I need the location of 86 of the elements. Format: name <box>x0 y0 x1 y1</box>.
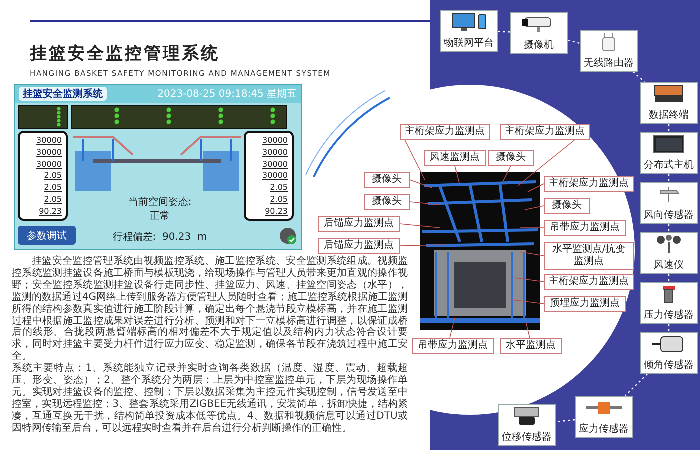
callout-label: 摄像头 <box>544 198 590 214</box>
connector-line <box>568 40 580 44</box>
callout-label: 摄像头 <box>364 172 410 188</box>
connector-line <box>632 72 646 82</box>
device-label: 位移传感器 <box>502 432 552 443</box>
leader-line <box>514 278 544 282</box>
device-label: 摄像机 <box>524 40 554 51</box>
device-card <box>510 12 568 54</box>
leader-line <box>518 140 576 186</box>
device-card <box>640 182 698 224</box>
device-card <box>498 404 556 446</box>
settings-button: 参数调试 <box>18 226 76 245</box>
device-card <box>640 82 698 124</box>
device-card <box>640 232 698 274</box>
parameter-value: 90.23 <box>39 206 62 216</box>
date-time: 2023-08-25 09:18:45 星期五 <box>158 88 297 101</box>
parameter-value: 30000 <box>36 160 62 169</box>
callout-label: 主桁架应力监测点 <box>544 176 634 192</box>
device-label: 风速仪 <box>654 260 684 271</box>
parameter-value: 30000 <box>36 136 62 146</box>
device-label: 无线路由器 <box>584 58 634 69</box>
callout-label: 主桁架应力监测点 <box>500 124 590 140</box>
device-label: 数据终端 <box>649 110 689 121</box>
page-title: 挂篮安全监控管理系统 <box>30 43 220 65</box>
leader-line <box>400 244 446 246</box>
connector-line <box>668 274 670 282</box>
device-label: 压力传感器 <box>644 310 694 321</box>
leader-line <box>400 224 440 228</box>
device-label: 应力传感器 <box>579 424 629 435</box>
callout-label: 吊带应力监测点 <box>412 338 494 354</box>
parameter-value: 2.05 <box>270 183 288 192</box>
callout-label: 后锚应力监测点 <box>318 216 400 232</box>
connector-line <box>624 374 648 396</box>
feature-paragraph: 系统主要特点：1、系统能独立记录并实时查询各类数据（温度、湿度、震动、超载超压、形变、姿态）；2、整个系统分为两层：上层为中控室监控单元，下层为现场操作单元。实现对挂篮设备的监控、控制；下层以数据采集为主控元件实现控制，信号发送至中控室，实现远程监控；3、整套系统采用ZIGBEE无线通讯，安装简单，拆卸快捷，结构紧凑，互通互换无干扰，结构简单投资成本低等优点。4、数据和视频信息可以通过DTU或因特网传输至后台，可以远程实时查看并在后台进行分析判断操作的正确性。 <box>12 363 408 435</box>
connector-line <box>668 124 670 132</box>
screen-title: 挂篮安全监测系统 <box>19 87 107 101</box>
parameter-value: 2.05 <box>44 183 62 192</box>
device-label: 分布式主机 <box>644 160 694 171</box>
parameter-value: 90.23 <box>265 206 288 216</box>
parameter-value: 30000 <box>262 160 288 169</box>
leader-line <box>502 166 512 182</box>
leader-line <box>524 206 544 210</box>
leader-line <box>520 252 544 256</box>
status-value: 正常 <box>149 210 171 223</box>
device-label: 风向传感器 <box>644 210 694 221</box>
connector-line <box>498 31 510 33</box>
leader-line <box>512 300 544 304</box>
callout-label: 摄像头 <box>364 194 410 210</box>
leader-line <box>410 202 440 206</box>
device-card <box>440 10 498 52</box>
callout-label: 摄像头 <box>488 150 534 166</box>
leader-line <box>528 184 544 192</box>
status-caption: 当前空间姿态: <box>127 196 193 209</box>
leader-line <box>410 180 432 188</box>
callout-label: 水平监测点 <box>500 338 562 354</box>
callout-label: 主桁架应力监测点 <box>400 124 490 140</box>
parameter-value: 2.05 <box>44 194 62 204</box>
parameter-value: 30000 <box>262 136 288 146</box>
device-card <box>640 282 698 324</box>
parameter-value: 2.05 <box>44 171 62 180</box>
parameter-value: 2.05 <box>270 194 288 204</box>
device-card <box>640 332 698 374</box>
device-card <box>580 30 638 72</box>
device-card <box>575 396 633 438</box>
device-label: 物联网平台 <box>444 38 494 49</box>
callout-label: 预埋应力监测点 <box>544 296 626 312</box>
callout-label: 吊带应力监测点 <box>544 220 626 236</box>
connector-line <box>668 174 670 182</box>
device-label: 倾角传感器 <box>644 360 694 371</box>
travel-deviation: 行程偏差: 90.23 m <box>112 231 208 244</box>
device-card <box>640 132 698 174</box>
callout-label: 后锚应力监测点 <box>318 238 400 254</box>
parameter-value: 30000 <box>262 148 288 158</box>
leader-line <box>450 318 456 338</box>
connector-line <box>556 419 576 423</box>
connector-line <box>668 324 670 332</box>
callout-label: 水平监测点/抗变监测点 <box>544 242 634 270</box>
leader-line <box>404 140 426 180</box>
callout-label: 主桁架应力监测点 <box>544 274 634 290</box>
leader-line <box>524 318 530 338</box>
callout-label: 风速监测点 <box>424 150 486 166</box>
connector-line <box>668 224 670 232</box>
leader-line <box>454 166 460 186</box>
description-paragraph: 挂篮安全监控管理系统由视频监控系统、施工监控系统、安全监测系统组成。视频监控系统监测挂篮设备施工桥面与模板现浇，给现场操作与管理人员带来更加直观的操作视野；安全监控系统监测挂篮设备行走同步性、挂篮应力、风速、挂篮空间姿态（水平），监测的数据通过4G网络上传到服务器方便管理人员随时查看；施工监控系统根据施工监测所得的结构参数真实值进行施工阶段计算，确定出每个悬浇节段立模标高，并在施工监测过程中根据施工监控成果对误差进行分析、预测和对下一立模标高进行调整，以保证成桥后的线形、合拢段两悬臂端标高的相对偏差不大于规定值以及结构内力状态符合设计要求，同时对挂篮主要受力杆件进行应力应变、稳定监测，确保各节段在浇筑过程中施工安全。 <box>12 256 408 362</box>
parameter-value: 30000 <box>36 148 62 158</box>
parameter-value: 30000 <box>262 171 288 180</box>
